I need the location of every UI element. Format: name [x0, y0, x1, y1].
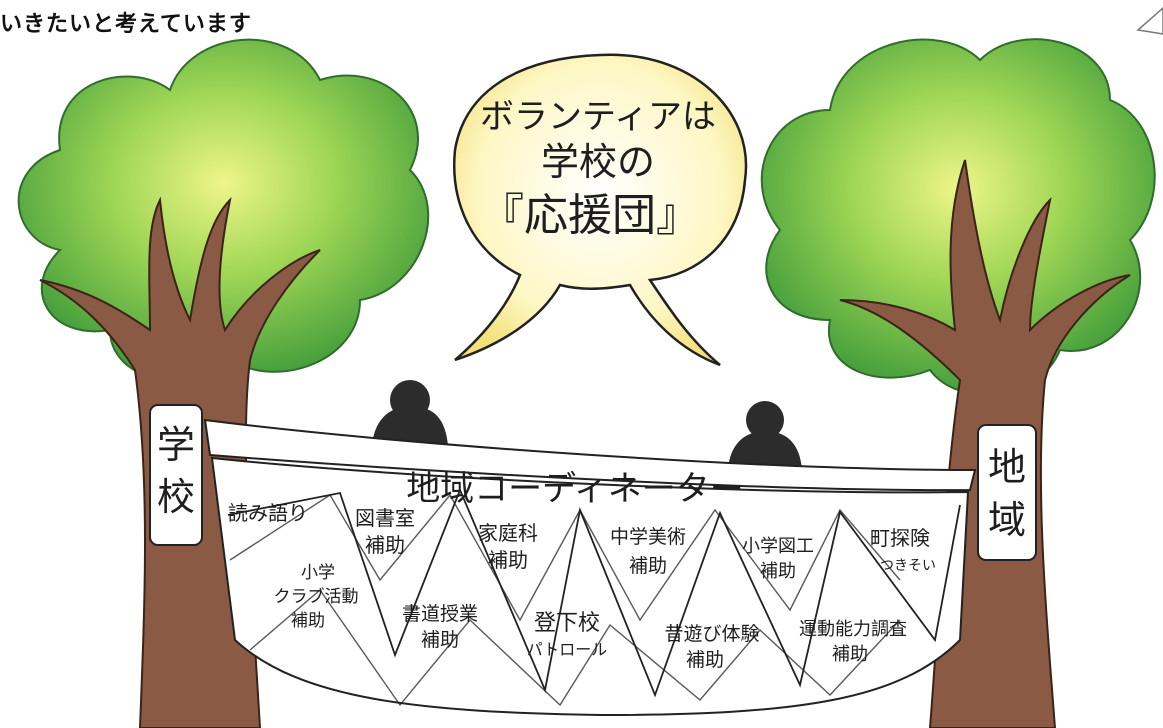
net-item-chugaku-bijutsu-2: 補助 — [629, 555, 667, 577]
net-item-kateika-1: 家庭科 — [478, 521, 538, 545]
net-item-club-1: 小学 — [301, 563, 335, 583]
banner-title: 地域コーディネーター — [406, 469, 744, 509]
page-heading: いきたいと考えています — [0, 12, 252, 37]
net-item-shodo-1: 書道授業 — [402, 603, 478, 625]
net-hammock: 地域コーディネーター 読み語り 図書室 補助 家庭科 補助 中学美術 補助 小学… — [203, 418, 977, 717]
net-item-mukashi-asobi-1: 昔遊び体験 — [664, 623, 759, 645]
right-tree-label-2: 域 — [988, 498, 1026, 542]
net-item-shodo-2: 補助 — [421, 629, 459, 651]
net-item-tokoko-2: パトロール — [527, 640, 607, 659]
net-item-tokoko-1: 登下校 — [534, 611, 600, 636]
net-item-club-3: 補助 — [291, 611, 325, 631]
net-item-machi-tanken-1: 町探険 — [870, 526, 930, 550]
net-item-toshoshitsu-1: 図書室 — [355, 506, 415, 530]
coordinator-figure-right — [728, 401, 802, 470]
left-tree: 学 校 — [17, 38, 430, 728]
right-tree-label-1: 地 — [988, 445, 1026, 489]
net-item-chugaku-bijutsu-1: 中学美術 — [610, 526, 686, 548]
bubble-line-3: 『応援団』 — [480, 190, 700, 241]
bubble-line-1: ボランティアは — [480, 97, 716, 137]
net-item-machi-tanken-2: つきそい — [880, 558, 936, 574]
speech-bubble: ボランティアは 学校の 『応援団』 — [453, 53, 748, 367]
bubble-line-2: 学校の — [541, 140, 655, 184]
coordinator-figure-left — [372, 380, 448, 445]
net-item-kateika-2: 補助 — [488, 548, 528, 572]
net-item-shogaku-zuko-1: 小学図工 — [742, 536, 814, 557]
net-item-undo-noryoku-1: 運動能力調査 — [799, 619, 907, 640]
left-tree-label-2: 校 — [157, 475, 195, 519]
net-item-toshoshitsu-2: 補助 — [365, 533, 405, 557]
net-item-yomikikase: 読み語り — [228, 501, 308, 525]
right-tree-plaque — [977, 424, 1037, 561]
net-item-shogaku-zuko-2: 補助 — [760, 561, 796, 582]
corner-pencil-icon — [1136, 7, 1163, 35]
net-item-club-2: クラブ活動 — [274, 586, 359, 607]
net-item-undo-noryoku-2: 補助 — [832, 644, 868, 665]
right-tree: 地 域 — [760, 38, 1156, 728]
left-tree-label-1: 学 — [157, 423, 195, 467]
net-item-mukashi-asobi-2: 補助 — [686, 649, 724, 671]
left-tree-plaque — [149, 404, 203, 546]
